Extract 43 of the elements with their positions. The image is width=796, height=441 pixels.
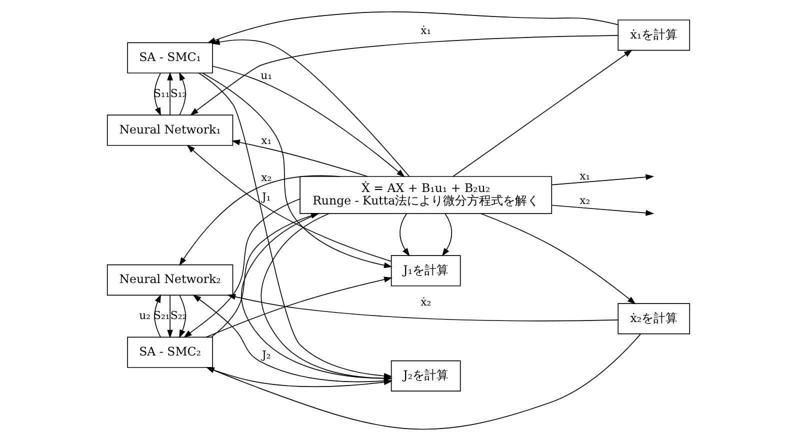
edge-label: J₂ bbox=[262, 348, 270, 362]
arrow bbox=[212, 66, 404, 178]
arrow bbox=[206, 11, 618, 44]
arrow bbox=[178, 175, 340, 266]
node-box: Neural Network₂ bbox=[106, 264, 233, 296]
node-box: SA - SMC₁ bbox=[126, 42, 212, 74]
arrow bbox=[166, 72, 172, 116]
arrow bbox=[231, 140, 368, 177]
node-box: J₂を計算 bbox=[390, 360, 460, 392]
node-box: ẋ₁を計算 bbox=[617, 20, 690, 51]
edge-label: x₁ bbox=[260, 134, 272, 148]
edge-label: x₂ bbox=[260, 171, 272, 184]
edge-label: x₁ bbox=[579, 169, 590, 182]
arrow bbox=[399, 213, 410, 256]
arrow bbox=[550, 204, 654, 216]
edge-label: x₂ bbox=[579, 194, 590, 207]
arrow bbox=[226, 294, 618, 322]
arrow bbox=[178, 72, 186, 116]
arrow bbox=[154, 72, 161, 116]
arrow bbox=[182, 198, 300, 338]
arrow bbox=[210, 39, 410, 177]
arrow bbox=[202, 72, 392, 268]
arrow bbox=[205, 276, 392, 338]
arrow bbox=[441, 213, 452, 256]
node-box: Ẋ = AX + B₁u₁ + B₂u₂ Runge - Kutta法により微分方程式を解く bbox=[299, 176, 552, 214]
edge-label: ẋ₁ bbox=[420, 24, 431, 37]
arrow bbox=[166, 294, 172, 338]
arrow bbox=[452, 50, 632, 177]
edge-label: u₂ bbox=[138, 309, 150, 322]
edge-label: J₁ bbox=[262, 190, 270, 204]
node-box: ẋ₂を計算 bbox=[617, 303, 690, 334]
arrow bbox=[480, 213, 636, 304]
arrow bbox=[186, 144, 392, 262]
arrow bbox=[178, 294, 186, 338]
arrow bbox=[154, 294, 161, 338]
node-box: SA - SMC₂ bbox=[126, 336, 212, 368]
edge-label: ẋ₂ bbox=[420, 296, 431, 309]
arrow bbox=[210, 212, 319, 338]
node-box: Neural Network₁ bbox=[106, 114, 233, 146]
arrow bbox=[190, 35, 618, 116]
edge-label: u₁ bbox=[260, 69, 272, 82]
arrow bbox=[550, 174, 654, 186]
node-box: J₁を計算 bbox=[390, 255, 460, 286]
